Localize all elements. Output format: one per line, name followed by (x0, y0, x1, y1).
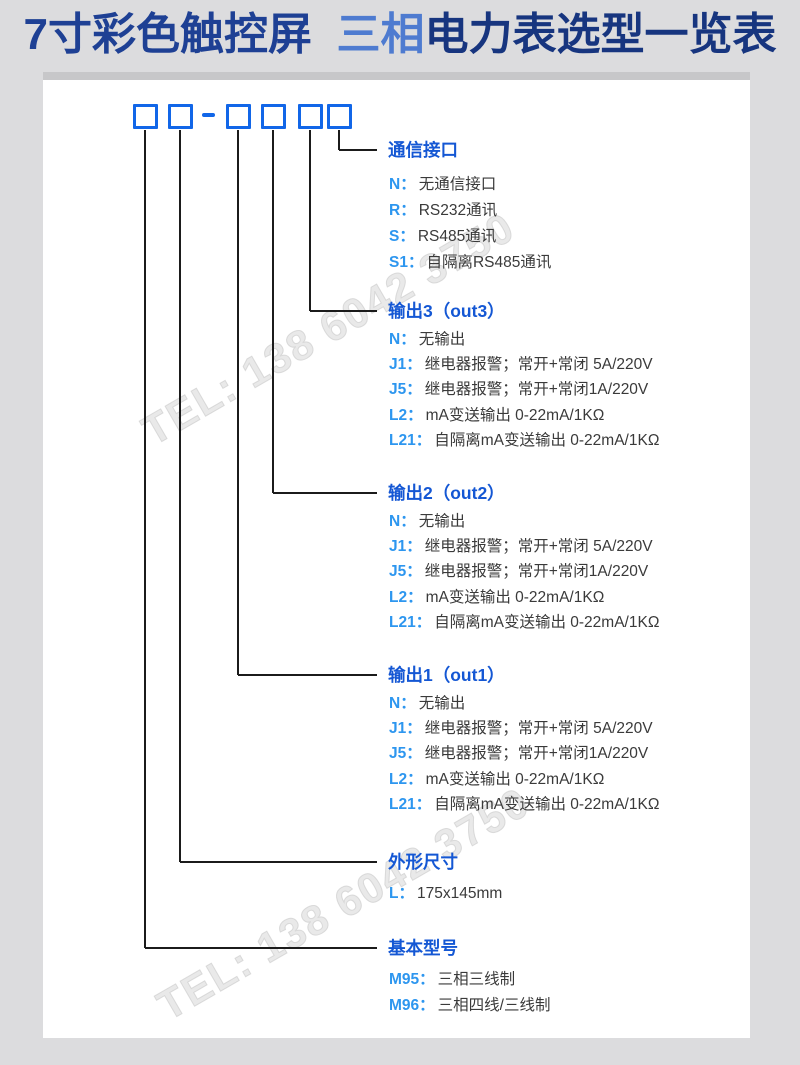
option-description: 继电器报警；常开+常闭1A/220V (424, 381, 649, 399)
connector-vline-output3 (309, 130, 311, 311)
option-key: S1： (389, 254, 424, 271)
option-description: 继电器报警；常开+常闭 5A/220V (424, 538, 653, 556)
option-description: RS485通讯 (417, 228, 497, 245)
option-description: 三相三线制 (437, 971, 516, 988)
option-row-output2: L21：自隔离mA变送输出 0-22mA/1KΩ (389, 612, 659, 634)
option-description: 自隔离mA变送输出 0-22mA/1KΩ (434, 795, 660, 813)
option-row-output1: L2：mA变送输出 0-22mA/1KΩ (389, 769, 604, 791)
connector-hline-output3 (310, 310, 377, 312)
option-row-base-model: M95：三相三线制 (389, 969, 515, 991)
option-description: mA变送输出 0-22mA/1KΩ (425, 588, 605, 606)
option-row-output1: N：无输出 (389, 693, 465, 715)
option-description: 无输出 (418, 513, 466, 530)
page-title: 7寸彩色触控屏 三相电力表选型一览表 (0, 6, 800, 64)
page-title-part1: 7寸彩色触控屏 (23, 10, 312, 59)
option-row-output1: J1：继电器报警；常开+常闭 5A/220V (389, 718, 653, 740)
option-row-output2: J1：继电器报警；常开+常闭 5A/220V (389, 536, 653, 558)
option-description: 继电器报警；常开+常闭1A/220V (424, 745, 649, 763)
section-title-dimensions: 外形尺寸 (388, 852, 458, 872)
model-code-box-5 (297, 104, 323, 129)
option-description: RS232通讯 (418, 202, 498, 219)
option-row-output3: J1：继电器报警；常开+常闭 5A/220V (389, 354, 653, 376)
option-key: L： (389, 885, 414, 902)
option-row-output3: L21：自隔离mA变送输出 0-22mA/1KΩ (389, 430, 659, 452)
model-code-box-1 (132, 104, 158, 129)
option-key: L2： (389, 588, 423, 606)
option-key: M96： (389, 997, 435, 1014)
option-key: L21： (389, 431, 432, 449)
option-row-output1: L21：自隔离mA变送输出 0-22mA/1KΩ (389, 794, 659, 816)
model-code-separator (202, 113, 215, 117)
option-description: 自隔离RS485通讯 (426, 254, 552, 271)
option-key: N： (389, 695, 416, 712)
option-key: J1： (389, 538, 422, 556)
option-key: S： (389, 228, 415, 245)
connector-vline-base-model (144, 130, 146, 948)
connector-vline-comm-interface (338, 130, 340, 150)
section-title-base-model: 基本型号 (388, 938, 458, 958)
connector-hline-comm-interface (339, 149, 377, 151)
option-key: J5： (389, 381, 422, 399)
option-row-comm-interface: R：RS232通讯 (389, 200, 497, 222)
connector-hline-base-model (145, 947, 377, 949)
option-key: J5： (389, 563, 422, 581)
connector-hline-output1 (238, 674, 377, 676)
option-key: L2： (389, 770, 423, 788)
option-row-output1: J5：继电器报警；常开+常闭1A/220V (389, 743, 648, 765)
option-description: 继电器报警；常开+常闭 5A/220V (424, 356, 653, 374)
option-row-output3: N：无输出 (389, 329, 465, 351)
option-row-output2: L2：mA变送输出 0-22mA/1KΩ (389, 587, 604, 609)
section-title-output3: 输出3（out3） (388, 301, 505, 321)
option-description: 三相四线/三线制 (437, 997, 551, 1014)
connector-vline-output1 (237, 130, 239, 675)
model-code-box-3 (225, 104, 251, 129)
model-code-box-6 (326, 104, 352, 129)
option-key: J1： (389, 720, 422, 738)
option-row-output2: N：无输出 (389, 511, 465, 533)
option-description: 自隔离mA变送输出 0-22mA/1KΩ (434, 431, 660, 449)
connector-hline-output2 (273, 492, 377, 494)
option-row-base-model: M96：三相四线/三线制 (389, 995, 550, 1017)
option-description: 无通信接口 (418, 176, 497, 193)
option-key: N： (389, 176, 416, 193)
model-code-box-4 (260, 104, 286, 129)
option-key: L2： (389, 406, 423, 424)
section-title-output2: 输出2（out2） (388, 483, 505, 503)
option-description: 自隔离mA变送输出 0-22mA/1KΩ (434, 613, 660, 631)
connector-hline-dimensions (180, 861, 377, 863)
option-key: L21： (389, 795, 432, 813)
option-row-comm-interface: N：无通信接口 (389, 174, 496, 196)
model-code-box-2 (167, 104, 193, 129)
option-row-output3: J5：继电器报警；常开+常闭1A/220V (389, 379, 648, 401)
option-key: J1： (389, 356, 422, 374)
option-description: 无输出 (418, 695, 466, 712)
option-row-output3: L2：mA变送输出 0-22mA/1KΩ (389, 405, 604, 427)
section-title-comm-interface: 通信接口 (388, 140, 458, 160)
connector-vline-dimensions (179, 130, 181, 862)
option-description: 175x145mm (416, 885, 503, 902)
option-description: 继电器报警；常开+常闭1A/220V (424, 563, 649, 581)
connector-vline-output2 (272, 130, 274, 493)
option-key: M95： (389, 971, 435, 988)
option-key: N： (389, 513, 416, 530)
option-description: 无输出 (418, 331, 466, 348)
option-row-dimensions: L：175x145mm (389, 883, 502, 905)
page-title-part3: 电力表选型一览表 (424, 10, 777, 59)
option-key: J5： (389, 745, 422, 763)
content-panel: TEL: 138 6042 3750 TEL: 138 6042 3750 (43, 72, 750, 1038)
option-key: L21： (389, 613, 432, 631)
option-key: N： (389, 331, 416, 348)
section-title-output1: 输出1（out1） (388, 665, 505, 685)
option-row-comm-interface: S1：自隔离RS485通讯 (389, 252, 551, 274)
option-description: 继电器报警；常开+常闭 5A/220V (424, 720, 653, 738)
option-description: mA变送输出 0-22mA/1KΩ (425, 770, 605, 788)
option-row-output2: J5：继电器报警；常开+常闭1A/220V (389, 561, 648, 583)
option-row-comm-interface: S：RS485通讯 (389, 226, 496, 248)
page-title-part2: 三相 (336, 10, 425, 59)
option-description: mA变送输出 0-22mA/1KΩ (425, 406, 605, 424)
option-key: R： (389, 202, 416, 219)
